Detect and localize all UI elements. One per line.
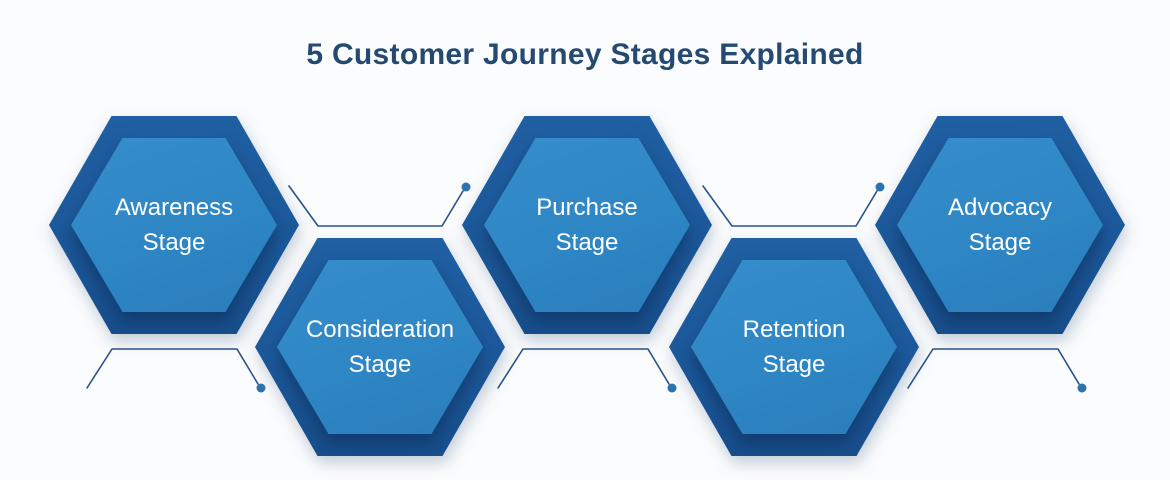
- connector-line: [288, 185, 464, 227]
- stage-name: Purchase: [536, 194, 638, 221]
- stage-hexagon-purchase: Purchase Stage: [462, 116, 712, 334]
- connector-purchase-to-advocacy: [702, 182, 885, 227]
- connector-consideration-to-retention: [497, 348, 677, 393]
- stage-suffix: Stage: [555, 229, 619, 256]
- stage-label: Advocacy Stage: [875, 116, 1125, 334]
- connector-awareness-to-consideration: [86, 348, 266, 393]
- hexagon-inner-wrap: [897, 138, 1103, 312]
- page-title: 5 Customer Journey Stages Explained: [306, 38, 864, 71]
- stage-hexagon-advocacy: Advocacy Stage: [875, 116, 1125, 334]
- hexagon-outer-ring: Retention Stage: [669, 238, 919, 456]
- hexagon-inner-wrap: [484, 138, 690, 312]
- connector-line: [497, 348, 670, 389]
- hexagon-inner-wrap: [71, 138, 277, 312]
- stage-suffix: Stage: [142, 229, 206, 256]
- connector-line: [907, 348, 1080, 389]
- stage-hexagon-awareness: Awareness Stage: [49, 116, 299, 334]
- hexagon-inner-wrap: [691, 260, 897, 434]
- stage-hexagon-retention: Retention Stage: [669, 238, 919, 456]
- connector-dot: [256, 383, 266, 393]
- connector-dot: [1077, 383, 1087, 393]
- stage-name: Consideration: [305, 316, 455, 343]
- hexagon-outer-ring: Advocacy Stage: [875, 116, 1125, 334]
- stage-hexagon-consideration: Consideration Stage: [255, 238, 505, 456]
- stage-suffix: Stage: [348, 351, 412, 378]
- hexagon-inner-face: [277, 260, 483, 434]
- connector-dot: [875, 182, 885, 192]
- stage-label: Purchase Stage: [462, 116, 712, 334]
- stage-label: Consideration Stage: [255, 238, 505, 456]
- stage-suffix: Stage: [762, 351, 826, 378]
- connector-awareness-to-purchase: [288, 182, 471, 227]
- stage-label: Awareness Stage: [49, 116, 299, 334]
- stage-name: Retention: [742, 316, 846, 343]
- connector-dot: [461, 182, 471, 192]
- connector-line: [86, 348, 259, 389]
- connector-retention-to-advocacy: [907, 348, 1087, 393]
- hexagon-inner-wrap: [277, 260, 483, 434]
- connector-line: [702, 185, 878, 227]
- stage-suffix: Stage: [968, 229, 1032, 256]
- stage-name: Awareness: [114, 194, 234, 221]
- stage-label: Retention Stage: [669, 238, 919, 456]
- connector-dot: [667, 383, 677, 393]
- stage-name: Advocacy: [947, 194, 1053, 221]
